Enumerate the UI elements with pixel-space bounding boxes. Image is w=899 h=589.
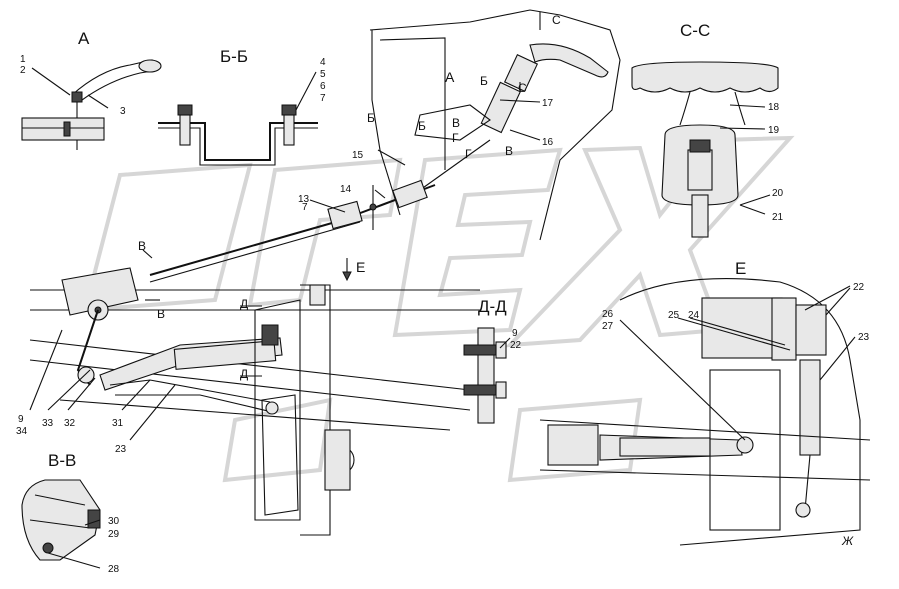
section-title-vv: В-В xyxy=(48,451,76,470)
callout-31: 31 xyxy=(112,418,124,429)
callout-18: 18 xyxy=(768,102,780,113)
callout-2: 2 xyxy=(20,65,26,76)
detail-a-lever xyxy=(21,59,162,150)
callout-16: 16 xyxy=(542,137,554,148)
callout-32: 32 xyxy=(64,418,76,429)
cut-mark-g2: Г xyxy=(465,147,472,161)
callout-7a: 7 xyxy=(320,93,326,104)
section-title-e: Е xyxy=(735,259,746,278)
callout-13: 13 xyxy=(298,194,310,205)
cut-mark-c1: С xyxy=(552,13,561,27)
cut-mark-e: Е xyxy=(356,259,365,275)
cut-mark-b3: Б xyxy=(418,119,426,133)
cut-mark-v4: В xyxy=(157,307,165,321)
callout-23b: 23 xyxy=(115,444,127,455)
callout-22a: 22 xyxy=(853,282,865,293)
cut-mark-c2: С xyxy=(518,81,527,95)
cut-mark-v1: В xyxy=(452,116,460,130)
detail-vv-section xyxy=(21,479,101,569)
detail-cc-section xyxy=(631,61,779,238)
linkage-rod xyxy=(149,139,491,283)
cut-mark-a: А xyxy=(445,69,455,85)
callout-24: 24 xyxy=(688,310,700,321)
cut-mark-d2: Д xyxy=(240,367,248,381)
callout-14: 14 xyxy=(340,184,352,195)
callout-30: 30 xyxy=(108,516,120,527)
callout-33: 33 xyxy=(42,418,54,429)
section-title-bb: Б-Б xyxy=(220,47,248,66)
callout-29: 29 xyxy=(108,529,120,540)
section-title-cc: С-С xyxy=(680,21,710,40)
callout-27: 27 xyxy=(602,321,614,332)
callout-5: 5 xyxy=(320,69,326,80)
callout-25: 25 xyxy=(668,310,680,321)
section-title-a: А xyxy=(78,29,90,48)
leader-lines xyxy=(29,99,856,526)
callout-6: 6 xyxy=(320,81,326,92)
callout-28: 28 xyxy=(108,564,120,575)
callout-7b: 7 xyxy=(302,202,308,213)
cut-mark-b1: Б xyxy=(480,74,488,88)
cut-mark-v2: В xyxy=(505,144,513,158)
central-bracket xyxy=(254,284,355,536)
callout-23a: 23 xyxy=(858,332,870,343)
callout-1: 1 xyxy=(20,54,26,65)
cut-mark-v3: В xyxy=(138,239,146,253)
detail-dd-section xyxy=(463,327,507,424)
detail-e-assembly xyxy=(539,278,871,546)
callout-9a: 9 xyxy=(18,414,24,425)
callout-9b: 9 xyxy=(512,328,518,339)
cut-mark-zh: Ж xyxy=(841,534,854,548)
callout-17: 17 xyxy=(542,98,554,109)
shift-lever xyxy=(414,43,609,141)
cut-mark-d1: Д xyxy=(240,297,248,311)
detail-bb-bracket xyxy=(158,71,318,166)
callout-34: 34 xyxy=(16,426,28,437)
callout-26: 26 xyxy=(602,309,614,320)
callout-21: 21 xyxy=(772,212,784,223)
callout-3: 3 xyxy=(120,106,126,117)
callout-20: 20 xyxy=(772,188,784,199)
watermark xyxy=(82,135,795,483)
cut-mark-g1: Г xyxy=(452,131,459,145)
callout-19: 19 xyxy=(768,125,780,136)
cut-mark-b2: Б xyxy=(367,111,375,125)
callout-22b: 22 xyxy=(510,340,522,351)
callout-15: 15 xyxy=(352,150,364,161)
section-title-dd: Д-Д xyxy=(478,297,507,316)
cab-frame xyxy=(369,9,621,241)
section-arrows xyxy=(142,12,541,377)
callout-4: 4 xyxy=(320,57,326,68)
